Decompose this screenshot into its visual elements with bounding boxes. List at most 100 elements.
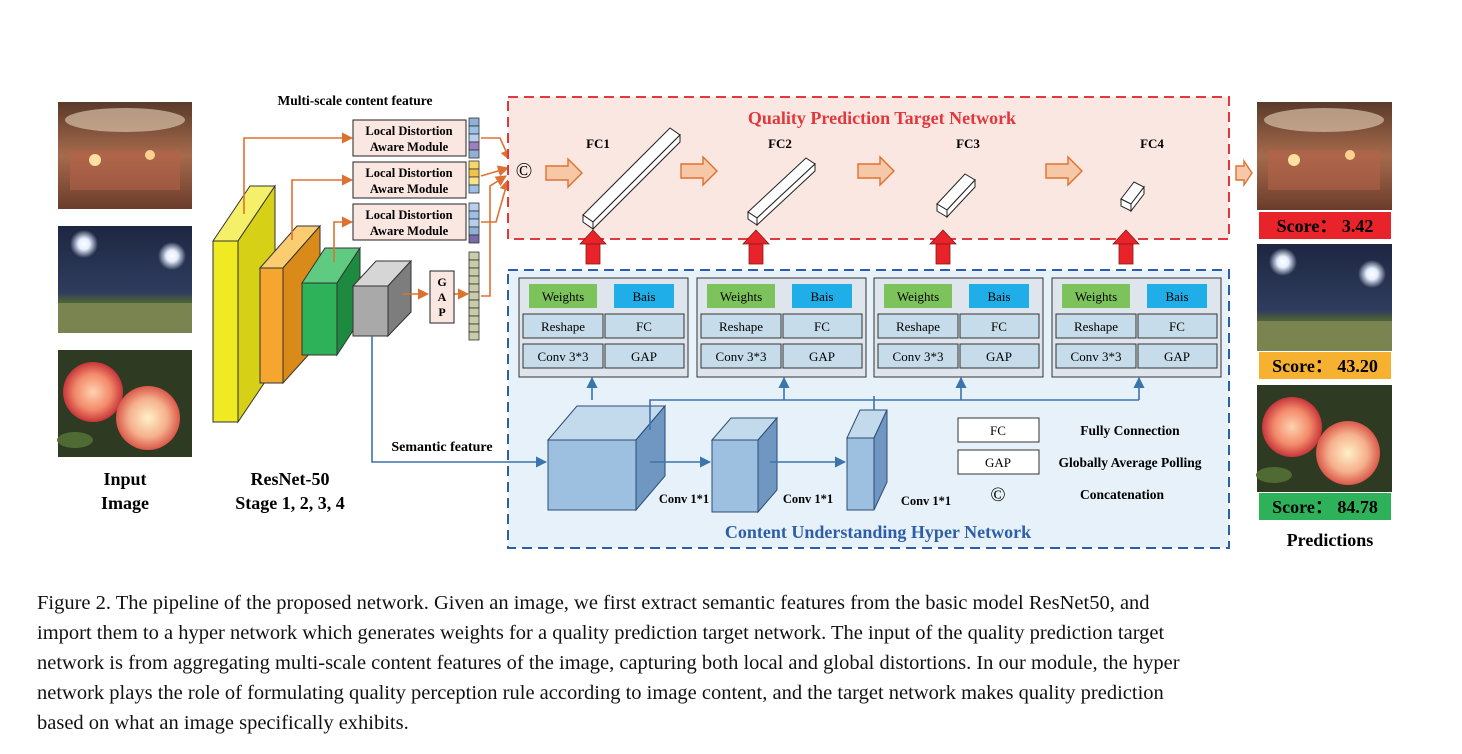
multiscale-label: Multi-scale content feature <box>278 93 433 108</box>
target-flow-arrows <box>545 155 1253 189</box>
hyper-block-4: Weights Bais Reshape FC Conv 3*3 GAP <box>1051 277 1222 378</box>
svg-text:Local Distortion: Local Distortion <box>365 124 452 138</box>
input-image-stadium <box>58 226 192 333</box>
svg-text:GAP: GAP <box>985 455 1011 470</box>
svg-text:G: G <box>437 275 446 289</box>
resnet-stage-4 <box>351 259 413 338</box>
svg-text:Conv 3*3: Conv 3*3 <box>716 349 767 364</box>
fc2-layer <box>747 157 816 227</box>
ldam-3: Local Distortion Aware Module <box>352 203 467 241</box>
svg-text:Bais: Bais <box>632 289 655 304</box>
caption-line-2: import them to a hyper network which gen… <box>37 622 1165 644</box>
feature-vector-3 <box>468 202 480 244</box>
svg-text:©: © <box>990 484 1005 506</box>
conv11-label-3: Conv 1*1 <box>901 494 951 508</box>
svg-text:Concatenation: Concatenation <box>1080 487 1164 502</box>
svg-text:Reshape: Reshape <box>719 319 763 334</box>
svg-text:Bais: Bais <box>810 289 833 304</box>
prediction-image-stadium <box>1257 244 1392 351</box>
hyper-flow-arrows <box>371 336 1145 468</box>
feature-vector-1 <box>468 117 480 159</box>
svg-text:Aware Module: Aware Module <box>370 224 449 238</box>
input-image-roses <box>57 350 192 457</box>
svg-text:Score： 3.42: Score： 3.42 <box>1277 216 1374 236</box>
pipeline-diagram: Input Image ResNet-50 Stage 1, 2, 3, 4 M… <box>57 93 1392 550</box>
hyper-block-2: Weights Bais Reshape FC Conv 3*3 GAP <box>696 277 867 378</box>
conv11-label-1: Conv 1*1 <box>659 492 709 506</box>
fc1-label: FC1 <box>586 136 610 151</box>
predictions-label: Predictions <box>1287 530 1374 550</box>
svg-text:Weights: Weights <box>542 289 584 304</box>
fc2-label: FC2 <box>768 136 792 151</box>
conv11-label-2: Conv 1*1 <box>783 492 833 506</box>
caption-line-4: network plays the role of formulating qu… <box>37 682 1164 704</box>
semantic-feature-label: Semantic feature <box>391 440 492 455</box>
svg-text:Weights: Weights <box>1075 289 1117 304</box>
svg-text:Conv 3*3: Conv 3*3 <box>538 349 589 364</box>
svg-text:GAP: GAP <box>1164 349 1190 364</box>
prediction-image-roses <box>1256 385 1392 492</box>
stage-to-ldam-arrows <box>243 132 470 300</box>
svg-text:Weights: Weights <box>720 289 762 304</box>
resnet-label: ResNet-50 <box>251 469 330 489</box>
hyper-cube-1 <box>546 404 667 512</box>
svg-text:Reshape: Reshape <box>541 319 585 334</box>
svg-text:Reshape: Reshape <box>896 319 940 334</box>
svg-text:Conv 3*3: Conv 3*3 <box>893 349 944 364</box>
svg-text:FC: FC <box>1169 319 1185 334</box>
gap-box: G A P <box>429 270 455 324</box>
feature-vector-2 <box>468 160 480 194</box>
resnet-stage-label: Stage 1, 2, 3, 4 <box>235 493 345 513</box>
fc3-layer <box>936 173 976 219</box>
prediction-image-night-scene <box>1257 102 1392 210</box>
svg-text:Score： 84.78: Score： 84.78 <box>1272 497 1378 517</box>
ldam-1: Local Distortion Aware Module <box>352 119 467 157</box>
svg-text:A: A <box>438 290 447 304</box>
fc4-label: FC4 <box>1140 136 1164 151</box>
svg-text:Bais: Bais <box>987 289 1010 304</box>
hyper-block-3: Weights Bais Reshape FC Conv 3*3 GAP <box>873 277 1044 378</box>
svg-text:FC: FC <box>814 319 830 334</box>
concat-symbol: © <box>516 158 533 183</box>
caption-line-1: Figure 2. The pipeline of the proposed n… <box>37 592 1150 614</box>
weight-injection-arrows <box>579 229 1140 265</box>
svg-text:Aware Module: Aware Module <box>370 182 449 196</box>
svg-text:Weights: Weights <box>897 289 939 304</box>
input-image-night-scene <box>58 102 192 209</box>
svg-text:Globally Average Polling: Globally Average Polling <box>1059 455 1202 470</box>
svg-text:FC: FC <box>991 319 1007 334</box>
score-badge-3: Score： 84.78 <box>1259 493 1391 520</box>
svg-text:GAP: GAP <box>631 349 657 364</box>
svg-text:Reshape: Reshape <box>1074 319 1118 334</box>
score-badge-1: Score： 3.42 <box>1259 212 1391 239</box>
ldam-2: Local Distortion Aware Module <box>352 161 467 199</box>
input-label-2: Image <box>101 493 149 513</box>
svg-text:FC: FC <box>636 319 652 334</box>
svg-text:Aware Module: Aware Module <box>370 140 449 154</box>
caption-line-5: based on what an image specifically exhi… <box>37 712 409 734</box>
input-label: Input <box>103 469 146 489</box>
svg-text:FC: FC <box>990 423 1006 438</box>
hyper-cube-2 <box>710 416 779 514</box>
vector-to-concat-arrows <box>480 137 511 297</box>
fc1-layer <box>582 127 681 231</box>
hyper-block-1: Weights Bais Reshape FC Conv 3*3 GAP <box>518 277 689 378</box>
svg-text:Fully Connection: Fully Connection <box>1080 423 1180 438</box>
svg-text:Local Distortion: Local Distortion <box>365 208 452 222</box>
caption-line-3: network is from aggregating multi-scale … <box>37 652 1180 674</box>
svg-text:GAP: GAP <box>809 349 835 364</box>
figure-caption: Figure 2. The pipeline of the proposed n… <box>37 588 1432 738</box>
hyper-cube-3 <box>846 409 888 511</box>
resnet-stage-3 <box>301 246 361 357</box>
svg-text:GAP: GAP <box>986 349 1012 364</box>
svg-text:Bais: Bais <box>1165 289 1188 304</box>
fc3-label: FC3 <box>956 136 980 151</box>
target-network-title: Quality Prediction Target Network <box>748 108 1016 128</box>
svg-text:Local Distortion: Local Distortion <box>365 166 452 180</box>
fc4-layer <box>1120 181 1145 213</box>
hyper-network-title: Content Understanding Hyper Network <box>725 522 1031 542</box>
svg-text:Score： 43.20: Score： 43.20 <box>1272 356 1378 376</box>
svg-text:P: P <box>438 305 445 319</box>
svg-text:Conv 3*3: Conv 3*3 <box>1071 349 1122 364</box>
legend: FC Fully Connection GAP Globally Average… <box>957 417 1202 506</box>
